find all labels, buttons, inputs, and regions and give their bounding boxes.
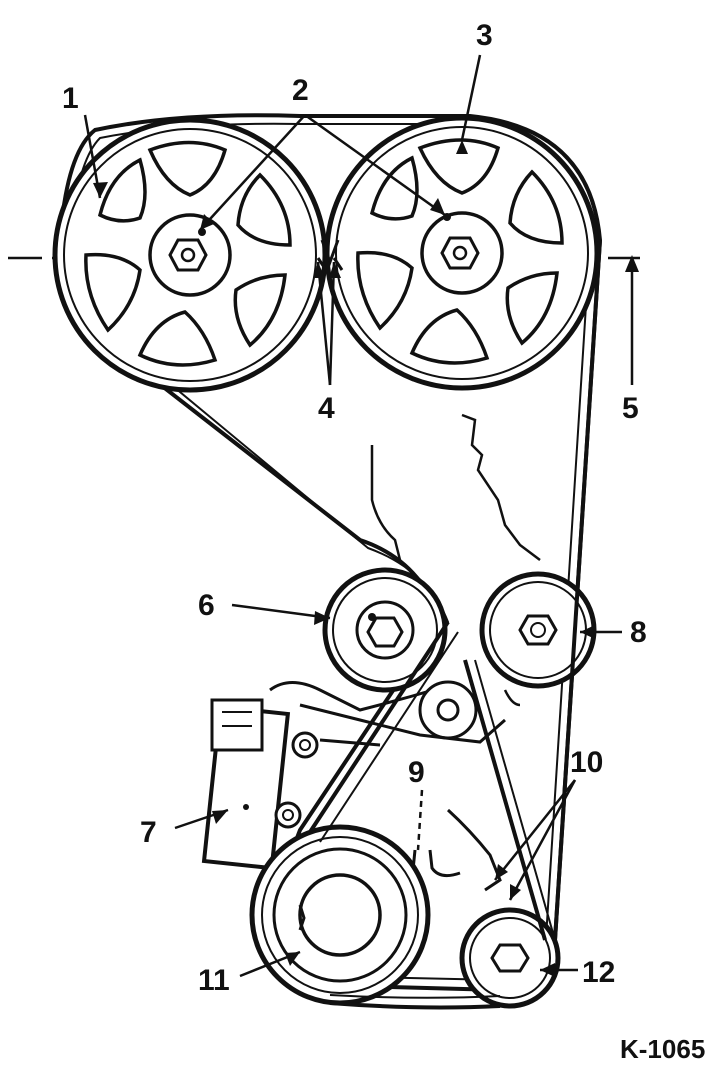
tensioner-bolt (366, 616, 404, 648)
callout-11: 11 (198, 964, 230, 997)
callout-6: 6 (198, 589, 215, 622)
auxiliary-housing (201, 698, 319, 871)
crank-timing-marks (410, 808, 502, 892)
timing-belt-lower (308, 239, 602, 1010)
tensioner-pulley (322, 567, 448, 693)
crankshaft-pulley (249, 824, 431, 1006)
figure-reference: K-1065 (620, 1034, 705, 1064)
camshaft-pulley-left (52, 117, 328, 393)
camshaft-bolt-left (168, 238, 208, 272)
water-pump-bolt (490, 943, 530, 973)
callout-8: 8 (630, 616, 647, 649)
callout-4: 4 (318, 392, 335, 425)
arrowheads (93, 140, 639, 977)
callout-12: 12 (582, 956, 615, 989)
callout-3: 3 (476, 19, 493, 52)
idler-pulley (479, 571, 597, 689)
idler-bolt (518, 614, 558, 646)
callout-2: 2 (292, 74, 309, 107)
callout-5: 5 (622, 392, 639, 425)
callout-1: 1 (62, 82, 79, 115)
camshaft-bolt-right (440, 236, 480, 270)
water-pump-pulley (459, 907, 561, 1009)
callout-10: 10 (570, 746, 603, 779)
callout-7: 7 (140, 816, 157, 849)
callout-9: 9 (408, 756, 425, 789)
leader-lines (83, 54, 634, 978)
engine-block-outline (370, 413, 541, 707)
timing-marks (316, 239, 344, 271)
